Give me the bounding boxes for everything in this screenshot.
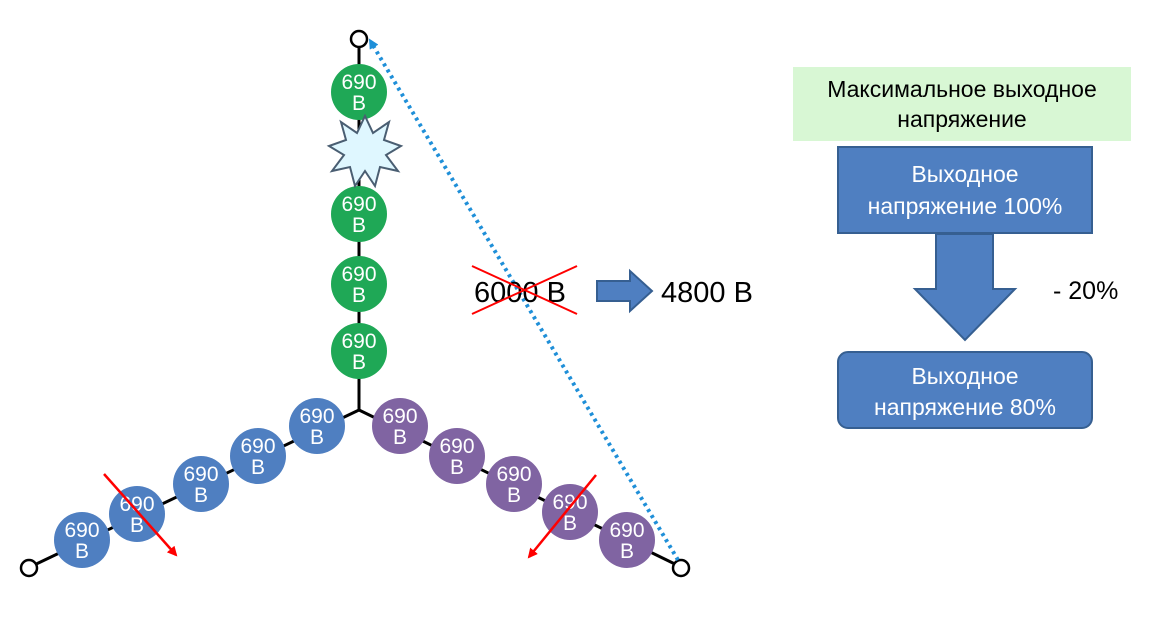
blue-cell-circle [230,428,286,484]
cell-unit-label: В [352,351,366,374]
terminal-left [19,558,39,578]
output-100-line2: напряжение 100% [868,193,1063,219]
cell-unit-label: В [352,284,366,307]
cell-value-label: 690 [439,435,474,458]
output-100-line1: Выходное [911,161,1018,187]
cell-unit-label: В [393,426,407,449]
max-voltage-header-line1: Максимальное выходное [827,76,1097,102]
purple-cell-circle [542,484,598,540]
purple-cell-circle [429,428,485,484]
max-voltage-header-box [793,67,1131,141]
cross-line-2 [471,265,578,315]
cell-unit-label: В [352,92,366,115]
green-cell-circle [331,256,387,312]
purple-cell-circle [486,456,542,512]
purple-cell-circle [372,398,428,454]
blue-cell-circle [54,512,110,568]
terminal-right [671,558,691,578]
bypass-arrow-right [527,474,597,559]
cells-group: 690В690В690В690В690В690В690В690В690В690В… [54,64,655,568]
cell-value-label: 690 [183,463,218,486]
green-cell-circle [331,64,387,120]
cell-value-label: 690 [341,193,376,216]
blue-cell-circle [289,398,345,454]
green-cell-circle [331,323,387,379]
cell-value-label: 690 [64,519,99,542]
cell-unit-label: В [620,540,634,563]
green-cell-circle [331,186,387,242]
new-voltage-label: 4800 В [661,277,753,309]
cell-unit-label: В [310,426,324,449]
bypass-arrow-left [103,473,178,557]
failed-cell-starburst [326,113,404,189]
cell-unit-label: В [563,512,577,535]
purple-cell-circle [599,512,655,568]
cell-unit-label: В [75,540,89,563]
terminal-top [349,29,369,49]
max-voltage-header-line2: напряжение [897,106,1026,132]
cell-value-label: 690 [382,405,417,428]
cell-value-label: 690 [341,71,376,94]
cell-value-label: 690 [341,263,376,286]
output-80-line1: Выходное [911,363,1018,389]
line-voltage-dotted-arrow [368,38,680,562]
blue-cell-circle [173,456,229,512]
result-arrow-icon [596,268,654,314]
cell-value-label: 690 [609,519,644,542]
cell-unit-label: В [450,456,464,479]
cell-unit-label: В [251,456,265,479]
cell-unit-label: В [130,514,144,537]
cell-unit-label: В [194,484,208,507]
cell-value-label: 690 [496,463,531,486]
cell-value-label: 690 [341,330,376,353]
down-arrow-icon [912,233,1018,342]
cell-value-label: 690 [119,493,154,516]
cell-value-label: 690 [552,491,587,514]
cell-value-label: 690 [299,405,334,428]
output-80-line2: напряжение 80% [874,394,1056,420]
output-80-box [837,351,1093,429]
reduction-label: - 20% [1053,277,1118,305]
output-100-box [837,146,1093,234]
cell-unit-label: В [507,484,521,507]
cell-value-label: 690 [240,435,275,458]
cell-unit-label: В [352,214,366,237]
